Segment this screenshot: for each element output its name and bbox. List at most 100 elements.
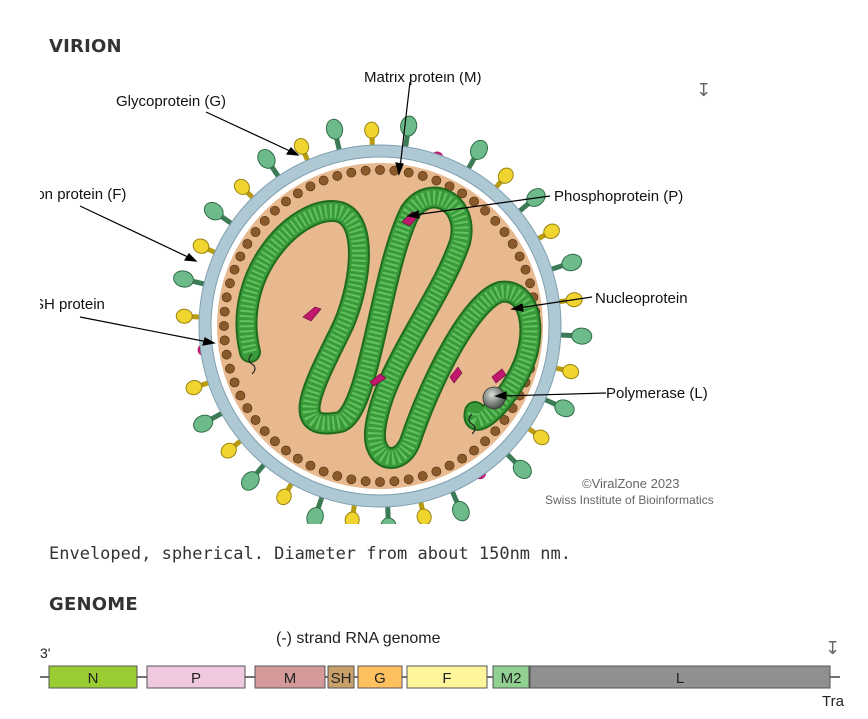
phosphoproteins: [302, 211, 507, 387]
fusion-spike: [220, 439, 242, 459]
matrix-bead: [219, 321, 229, 331]
matrix-bead: [235, 251, 246, 262]
genome-download-icon[interactable]: ↧: [825, 638, 841, 659]
matrix-bead: [457, 453, 468, 464]
glycoprotein-spike: [450, 490, 470, 522]
virion-heading: VIRION: [49, 36, 122, 57]
matrix-bead: [360, 476, 371, 487]
gene-box-m: [254, 665, 326, 689]
matrix-bead: [242, 403, 253, 414]
matrix-bead: [360, 165, 371, 176]
fusion-spike: [344, 504, 360, 524]
fusion-spike: [555, 364, 580, 380]
gene-box-n: [48, 665, 138, 689]
matrix-bead: [346, 167, 357, 178]
viral-membrane: [199, 145, 561, 507]
matrix-bead: [417, 171, 428, 181]
glycoprotein-spike: [325, 118, 344, 151]
matrix-bead: [259, 216, 270, 226]
glycoprotein-spike: [466, 139, 488, 170]
gene-box-sh: [327, 665, 355, 689]
fusion-spike: [537, 223, 560, 241]
matrix-bead: [490, 216, 501, 226]
fusion-spike: [185, 379, 209, 396]
matrix-bead: [292, 453, 303, 464]
matrix-bead: [417, 471, 428, 481]
matrix-bead: [444, 460, 455, 471]
gene-label-sh: SH: [331, 670, 352, 687]
nucleocapsid: [235, 186, 542, 469]
matrix-bead: [281, 196, 291, 207]
matrix-bead: [389, 476, 400, 487]
gene-box-m2: [492, 665, 530, 689]
matrix-bead: [250, 227, 261, 237]
label-fusion: Fusion protein (F): [40, 186, 126, 203]
matrix-bead: [250, 415, 261, 425]
credit-org: Swiss Institute of Bioinformatics: [545, 493, 714, 507]
matrix-bead: [292, 188, 303, 199]
matrix-bead: [332, 471, 343, 481]
matrix-bead: [520, 264, 531, 275]
matrix-bead: [219, 335, 230, 346]
membrane-outer-line: [198, 144, 562, 508]
label-sh: SH protein: [40, 296, 105, 313]
matrix-bead: [259, 426, 270, 436]
matrix-bead: [480, 436, 490, 447]
matrix-bead: [507, 238, 518, 249]
matrix-bead: [270, 436, 280, 447]
matrix-bead: [499, 415, 510, 425]
genome-heading: GENOME: [49, 594, 138, 615]
matrix-bead: [305, 460, 316, 471]
glycoprotein-spike: [400, 115, 418, 148]
matrix-bead: [457, 188, 468, 199]
matrix-bead: [514, 251, 525, 262]
fusion-spike: [416, 501, 432, 524]
gene-label-g: G: [374, 670, 386, 687]
fusion-spike: [527, 426, 550, 446]
matrix-bead: [305, 181, 316, 192]
glycoprotein-spike: [551, 253, 583, 272]
fusion-spike: [175, 308, 200, 324]
matrix-bead: [270, 205, 280, 216]
glycoprotein-spike: [257, 149, 281, 178]
fusion-spike: [276, 482, 294, 506]
matrix-bead: [480, 205, 490, 216]
gene-box-p: [146, 665, 246, 689]
matrix-bead: [375, 165, 385, 175]
right-label: Tra: [822, 693, 845, 710]
gene-box-f: [406, 665, 488, 689]
virion-diagram: Glycoprotein (G) Matrix protein (M) Fusi…: [40, 72, 720, 524]
matrix-bead: [219, 306, 230, 317]
left-marker: 3': [40, 645, 50, 661]
gene-label-p: P: [191, 670, 201, 687]
fusion-spike: [364, 121, 380, 146]
matrix-bead: [332, 171, 343, 181]
gene-label-n: N: [88, 670, 99, 687]
matrix-bead: [229, 264, 240, 275]
matrix-bead: [431, 175, 442, 186]
membrane-inner-line: [210, 156, 550, 496]
credit: ©ViralZone 2023: [582, 476, 680, 491]
label-nucleoprotein: Nucleoprotein: [595, 290, 688, 307]
gene-label-m: M: [284, 670, 297, 687]
gene-label-m2: M2: [501, 670, 522, 687]
gene-box-l: [529, 665, 831, 689]
matrix-bead: [346, 474, 357, 485]
matrix-bead: [221, 349, 232, 360]
glycoprotein-spike: [306, 496, 325, 524]
fusion-spike: [494, 167, 514, 189]
matrix-bead: [318, 466, 329, 477]
glycoprotein-spike: [505, 452, 532, 479]
virion-description: Enveloped, spherical. Diameter from abou…: [49, 544, 571, 564]
matrix-bead: [403, 474, 414, 485]
matrix-bead: [281, 445, 291, 456]
virion-download-icon[interactable]: ↧: [696, 80, 712, 101]
label-polymerase: Polymerase (L): [606, 385, 708, 402]
matrix-bead: [499, 227, 510, 237]
matrix-bead: [318, 175, 329, 186]
matrix-bead: [242, 238, 253, 249]
gene-label-f: F: [442, 670, 451, 687]
glycoprotein-spike: [173, 270, 205, 288]
